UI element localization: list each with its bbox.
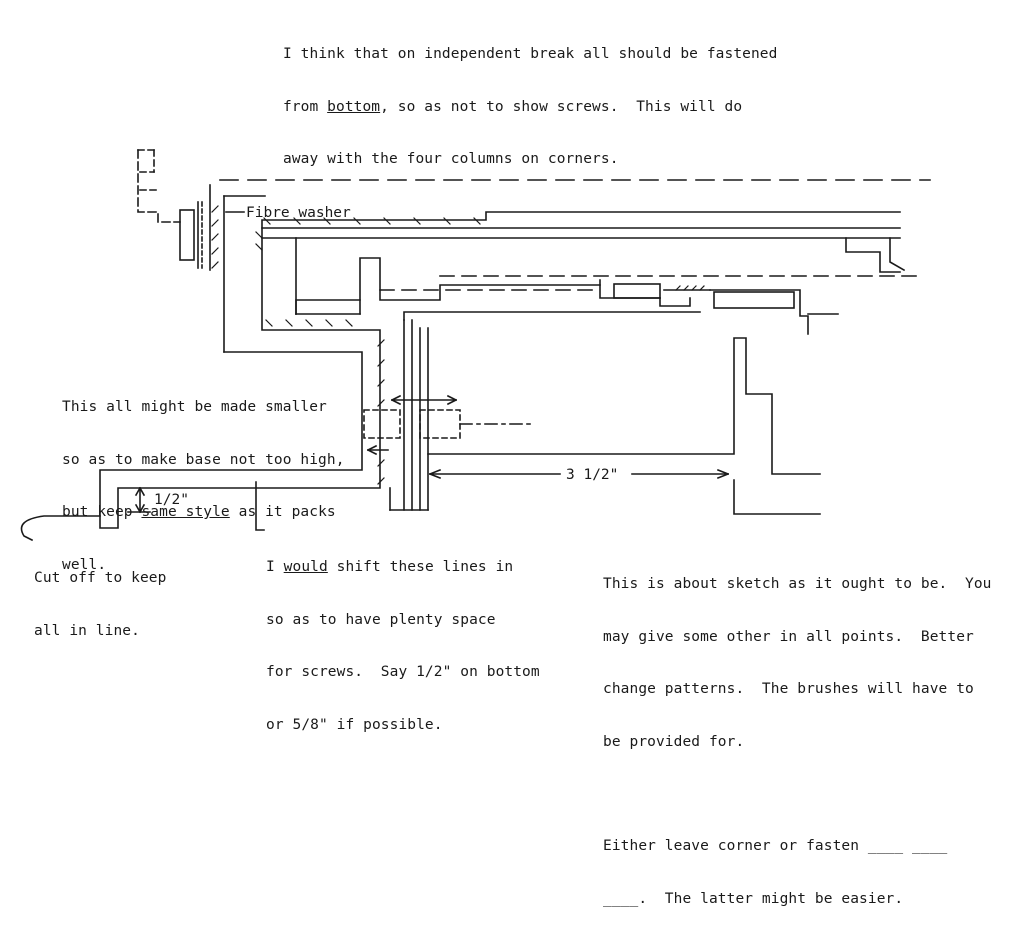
top-note-line: I think that on independent break all sh… xyxy=(283,46,778,62)
right-note-line: Either leave corner or fasten ____ ____ xyxy=(603,838,948,854)
top-note-line: from bottom, so as not to show screws. T… xyxy=(283,99,777,117)
fibre-washer-label: Fibre washer xyxy=(246,205,351,221)
underlined-word: would xyxy=(283,559,328,575)
shift-note-line: for screws. Say 1/2" on bottom xyxy=(266,664,540,680)
center-stem xyxy=(403,319,429,511)
right-note-line: be provided for. xyxy=(603,733,745,750)
right-note-line: may give some other in all points. Bette… xyxy=(603,628,974,645)
top-note-line: away with the four columns on corners. xyxy=(283,151,619,167)
left-note-line: so as to make base not too high, xyxy=(62,451,345,468)
left-step-profile xyxy=(137,149,181,223)
shift-note-line: or 5/8" if possible. xyxy=(266,716,443,733)
mechanical-sketch: Fibre washer 1/2" 3 1/2" xyxy=(20,149,931,542)
cut-off-leader xyxy=(20,515,101,542)
text-run: I xyxy=(266,559,284,575)
left-note-line: This all might be made smaller xyxy=(62,399,327,415)
text-run: shift these lines in xyxy=(327,559,514,575)
housing-outline xyxy=(99,211,901,529)
right-note-line: ____. The latter might be easier. xyxy=(603,890,904,907)
text-run: from xyxy=(283,98,328,115)
shift-note-line: I would shift these lines in xyxy=(266,559,540,577)
text-run: , so as not to show screws. This will do xyxy=(380,98,743,115)
text-run: but keep xyxy=(62,504,142,520)
cut-note: Cut off to keep all in line. xyxy=(34,535,166,658)
left-note-line: but keep same style as it packs xyxy=(62,504,345,522)
top-note: I think that on independent break all sh… xyxy=(283,11,777,186)
left-note: This all might be made smaller so as to … xyxy=(62,364,345,592)
cut-note-line: all in line. xyxy=(34,622,140,639)
text-run: as it packs xyxy=(229,504,336,520)
cut-note-line: Cut off to keep xyxy=(34,570,167,586)
shift-leader xyxy=(255,481,265,531)
half-inch-label: 1/2" xyxy=(154,492,189,508)
three-half-label: 3 1/2" xyxy=(566,467,618,483)
right-body xyxy=(427,337,821,475)
right-note: This is about sketch as it ought to be. … xyxy=(603,541,992,926)
right-note-line: This is about sketch as it ought to be. … xyxy=(603,576,992,592)
underlined-word: bottom xyxy=(327,98,381,115)
left-note-line: well. xyxy=(62,556,107,573)
shift-note-line: so as to have plenty space xyxy=(266,611,496,628)
spacer xyxy=(603,786,992,803)
shift-note: I would shift these lines in so as to ha… xyxy=(266,524,540,752)
underlined-word: same style xyxy=(141,504,230,520)
